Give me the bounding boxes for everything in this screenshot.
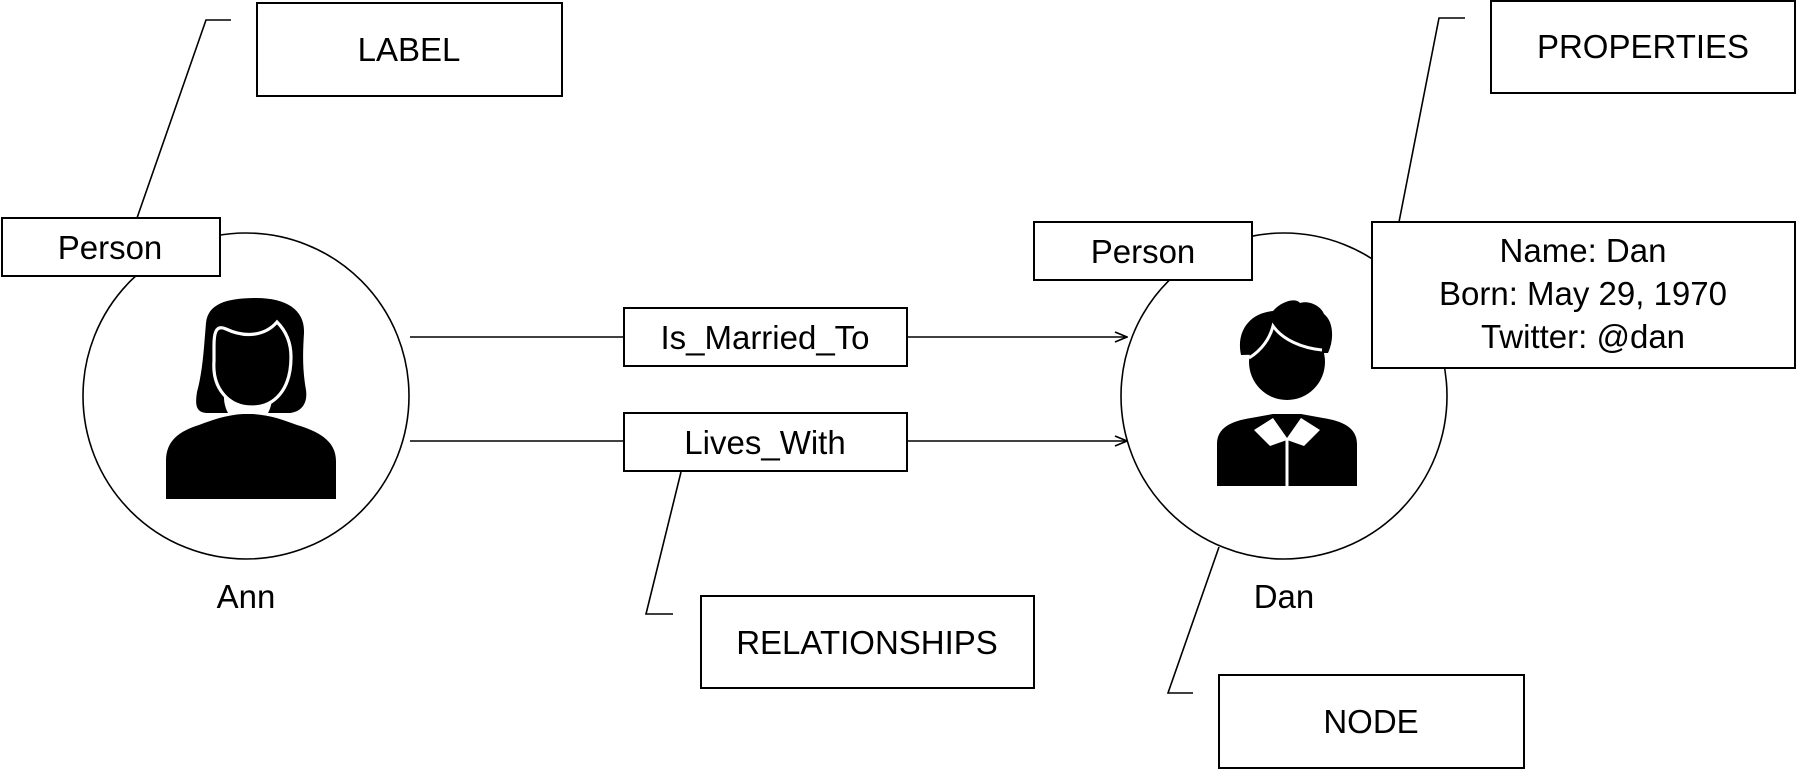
relationships-callout-leader xyxy=(644,471,682,615)
dan-property-born: Born: May 29, 1970 xyxy=(1439,275,1727,312)
label-callout-leader xyxy=(136,19,231,219)
node-ann-name: Ann xyxy=(217,578,276,615)
node-dan-label-box: Person xyxy=(1033,221,1253,281)
relationships-callout-text: RELATIONSHIPS xyxy=(736,624,998,661)
woman-person-icon xyxy=(166,298,336,499)
properties-callout-leader xyxy=(1398,17,1465,223)
node-ann-label: Person xyxy=(58,229,163,266)
properties-callout-text: PROPERTIES xyxy=(1537,28,1749,65)
node-dan-label: Person xyxy=(1091,233,1196,270)
node-ann-label-box: Person xyxy=(1,217,221,277)
node-dan: Person Dan xyxy=(1033,221,1448,615)
lives-with-label-box: Lives_With xyxy=(623,412,908,472)
dan-properties-box: Name: Dan Born: May 29, 1970 Twitter: @d… xyxy=(1371,221,1796,369)
is-married-to-label-box: Is_Married_To xyxy=(623,307,908,367)
lives-with-label: Lives_With xyxy=(684,424,845,461)
properties-callout: PROPERTIES xyxy=(1490,0,1796,94)
is-married-to-label: Is_Married_To xyxy=(660,319,869,356)
label-callout: LABEL xyxy=(256,2,563,97)
node-callout: NODE xyxy=(1218,674,1525,769)
man-person-icon xyxy=(1217,300,1357,486)
node-callout-text: NODE xyxy=(1323,703,1418,740)
relationships-callout: RELATIONSHIPS xyxy=(700,595,1035,689)
node-callout-leader xyxy=(1166,546,1220,694)
dan-property-twitter: Twitter: @dan xyxy=(1481,318,1685,355)
node-ann: Person Ann xyxy=(1,217,410,615)
label-callout-text: LABEL xyxy=(358,31,461,68)
dan-property-name: Name: Dan xyxy=(1500,232,1667,269)
node-dan-name: Dan xyxy=(1254,578,1315,615)
